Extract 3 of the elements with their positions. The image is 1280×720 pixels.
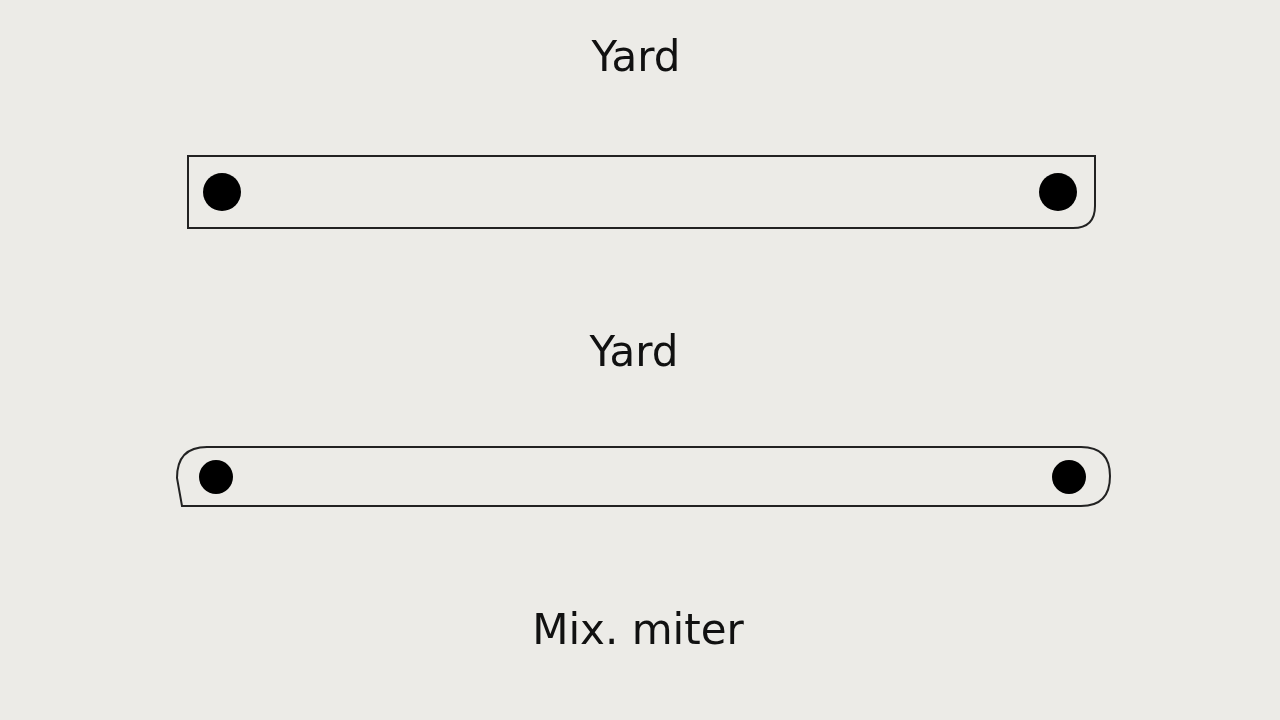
part-label: Yard	[591, 33, 681, 81]
part-label: Yard	[589, 328, 679, 376]
part-label: Mix. miter	[532, 606, 744, 654]
